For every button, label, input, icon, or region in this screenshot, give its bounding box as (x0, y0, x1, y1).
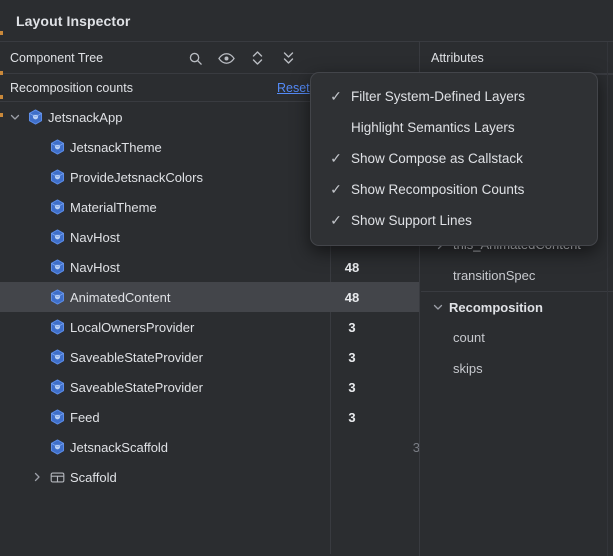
collapse-all-icon[interactable] (280, 50, 297, 67)
compose-component-icon (48, 168, 66, 186)
compose-component-icon (48, 348, 66, 366)
menu-item-label: Show Compose as Callstack (351, 151, 523, 166)
check-icon: ✓ (330, 150, 342, 166)
tree-row[interactable]: SaveableStateProvider 3 (0, 342, 419, 372)
compose-component-icon (48, 138, 66, 156)
check-icon: ✓ (330, 212, 342, 228)
attributes-header: Attributes (421, 42, 613, 74)
tree-row-label: AnimatedContent (70, 289, 171, 305)
recomposition-count: 3 (348, 379, 356, 395)
compose-component-icon (48, 318, 66, 336)
menu-item[interactable]: Highlight Semantics Layers (311, 112, 597, 143)
chevron-down-icon[interactable] (431, 300, 445, 314)
menu-item-label: Show Recomposition Counts (351, 182, 525, 197)
recomposition-counts-label: Recomposition counts (10, 80, 133, 95)
menu-item-label: Filter System-Defined Layers (351, 89, 526, 104)
tree-row[interactable]: NavHost (0, 222, 419, 252)
attribute-row[interactable]: transitionSpec (421, 260, 613, 291)
menu-item[interactable]: ✓ Show Support Lines (311, 205, 597, 236)
menu-item[interactable]: ✓ Show Compose as Callstack (311, 143, 597, 174)
chevron-down-icon[interactable] (8, 110, 22, 124)
tree-row-label: NavHost (70, 229, 120, 245)
recomposition-count: 3 (348, 409, 356, 425)
menu-item[interactable]: ✓ Show Recomposition Counts (311, 174, 597, 205)
attribute-name: skips (453, 361, 483, 376)
gutter-tick (0, 31, 3, 35)
attribute-name: Recomposition (449, 299, 543, 315)
gutter-marker-strip (0, 0, 4, 556)
tree-row-label: SaveableStateProvider (70, 349, 203, 365)
menu-item-label: Highlight Semantics Layers (351, 120, 515, 135)
gutter-tick (0, 71, 3, 75)
reset-counts-link[interactable]: Reset (277, 80, 310, 95)
attributes-title: Attributes (431, 50, 484, 65)
compose-component-icon (48, 438, 66, 456)
eye-icon[interactable] (218, 50, 235, 67)
tree-row-label: MaterialTheme (70, 199, 157, 215)
tree-row[interactable]: Feed 3 (0, 402, 419, 432)
recomposition-count: 48 (344, 259, 360, 275)
attribute-row[interactable]: Recomposition (421, 291, 613, 322)
page-title: Layout Inspector (16, 12, 131, 29)
gutter-tick (0, 113, 3, 117)
compose-component-icon (48, 408, 66, 426)
window-titlebar: Layout Inspector (0, 0, 613, 42)
check-icon: ✓ (330, 88, 342, 104)
attribute-row[interactable]: count (421, 322, 613, 353)
panel-divider (607, 42, 608, 556)
compose-component-icon (48, 288, 66, 306)
tree-row-label: Feed (70, 409, 100, 425)
tree-row[interactable]: Scaffold (0, 462, 419, 492)
component-tree-toolbar (187, 42, 297, 74)
tree-row[interactable]: NavHost 48 (0, 252, 419, 282)
tree-row-label: JetsnackScaffold (70, 439, 169, 455)
compose-component-icon (48, 198, 66, 216)
count-column-divider (330, 102, 331, 554)
chevron-right-icon[interactable] (30, 470, 44, 484)
tree-row-label: LocalOwnersProvider (70, 319, 195, 335)
tree-row-label: ProvideJetsnackColors (70, 169, 203, 185)
tree-row[interactable]: JetsnackTheme (0, 132, 419, 162)
recomposition-count: 48 (344, 289, 360, 305)
component-tree-panel: Component Tree (0, 42, 420, 556)
component-tree-header: Component Tree (0, 42, 419, 74)
tree-row[interactable]: SaveableStateProvider 3 (0, 372, 419, 402)
view-layout-icon (48, 468, 66, 486)
tree-row[interactable]: MaterialTheme (0, 192, 419, 222)
compose-component-icon (48, 258, 66, 276)
tree-row-label: SaveableStateProvider (70, 379, 203, 395)
compose-component-icon (26, 108, 44, 126)
component-tree-title: Component Tree (10, 50, 104, 65)
tree-row[interactable]: JetsnackApp (0, 102, 419, 132)
attribute-row[interactable]: skips (421, 353, 613, 384)
tree-row[interactable]: AnimatedContent 48 (0, 282, 419, 312)
expand-all-icon[interactable] (249, 50, 266, 67)
search-icon[interactable] (187, 50, 204, 67)
recomposition-counts-bar: Recomposition counts Reset (0, 74, 419, 102)
compose-component-icon (48, 228, 66, 246)
recomposition-count: 3 (412, 439, 419, 455)
menu-item[interactable]: ✓ Filter System-Defined Layers (311, 81, 597, 112)
tree-row[interactable]: ProvideJetsnackColors (0, 162, 419, 192)
attribute-name: transitionSpec (453, 268, 536, 283)
check-icon: ✓ (330, 181, 342, 197)
menu-item-label: Show Support Lines (351, 213, 472, 228)
tree-row-label: JetsnackTheme (70, 139, 162, 155)
compose-component-icon (48, 378, 66, 396)
recomposition-count: 3 (348, 319, 356, 335)
tree-row-label: NavHost (70, 259, 120, 275)
tree-row-label: JetsnackApp (48, 109, 123, 125)
recomposition-count: 3 (348, 349, 356, 365)
tree-row[interactable]: JetsnackScaffold 3 (0, 432, 419, 462)
tree-row-label: Scaffold (70, 469, 117, 485)
tree-row[interactable]: LocalOwnersProvider 3 (0, 312, 419, 342)
gutter-tick (0, 95, 3, 99)
attribute-name: count (453, 330, 485, 345)
